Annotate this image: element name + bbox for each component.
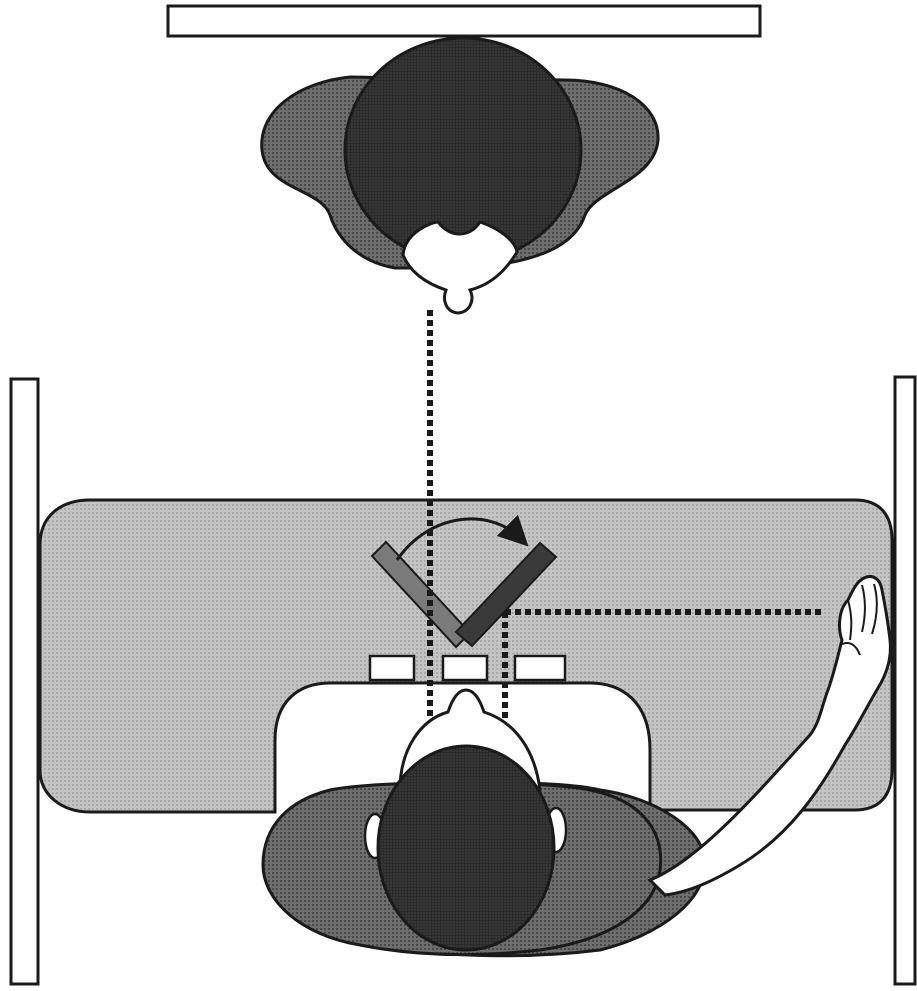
- top-person-hair: [345, 38, 581, 262]
- top-person-face: [403, 222, 517, 313]
- desk-block-right: [515, 656, 565, 680]
- top-bar: [168, 6, 760, 36]
- bottom-person: [263, 690, 705, 956]
- desk-block-center: [443, 656, 487, 680]
- desk-block-left: [370, 656, 414, 680]
- top-person: [262, 38, 658, 313]
- left-wall: [11, 379, 38, 984]
- right-wall: [895, 377, 915, 984]
- bottom-person-hair: [378, 746, 554, 950]
